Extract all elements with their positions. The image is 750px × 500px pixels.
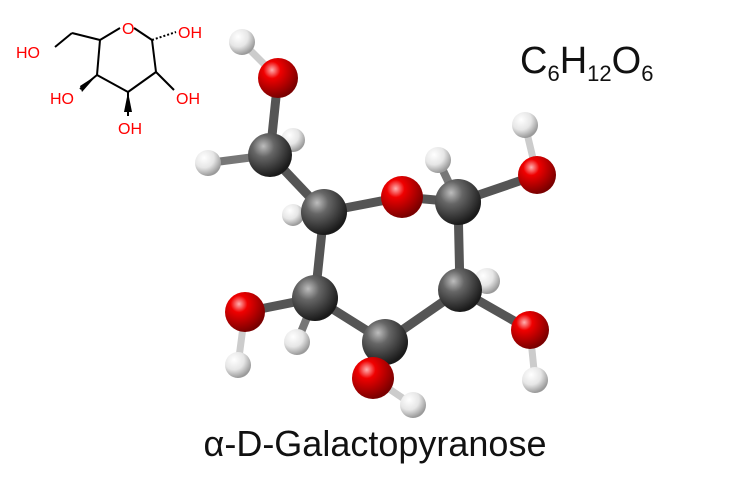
hydrogen-atom: [195, 150, 221, 176]
c3-oh-label: OH: [118, 121, 142, 138]
hydrogen-atom: [425, 147, 451, 173]
molecular-formula: C6H12O6: [520, 40, 654, 86]
c1-oh-label: OH: [178, 25, 202, 42]
c4-oh-label: HO: [50, 91, 74, 108]
hydrogen-atom: [400, 392, 426, 418]
hydrogen-atom: [225, 352, 251, 378]
carbon-atom: [435, 179, 481, 225]
ring-oxygen-atom: [381, 176, 423, 218]
carbon-atom: [438, 268, 482, 312]
haworth-structure: O HO OH HO OH OH: [16, 21, 202, 138]
carbon-atom: [292, 275, 338, 321]
hydrogen-atom: [512, 112, 538, 138]
oxygen-atom: [352, 357, 394, 399]
carbon-atom: [301, 189, 347, 235]
carbon-atom: [248, 133, 292, 177]
c2-oh-label: OH: [176, 91, 200, 108]
carbon-atom: [362, 319, 408, 365]
oxygen-atom: [258, 58, 298, 98]
hydrogen-atom: [284, 329, 310, 355]
compound-name: α-D-Galactopyranose: [203, 423, 547, 464]
ball-and-stick-model: [195, 29, 556, 418]
oxygen-atom: [518, 156, 556, 194]
ring-oxygen-label: O: [122, 21, 134, 38]
oxygen-atom: [225, 292, 265, 332]
hydrogen-atom: [522, 367, 548, 393]
hydrogen-atom: [229, 29, 255, 55]
hydrogen-atom: [282, 204, 304, 226]
oxygen-atom: [511, 311, 549, 349]
ch2oh-label: HO: [16, 45, 40, 62]
